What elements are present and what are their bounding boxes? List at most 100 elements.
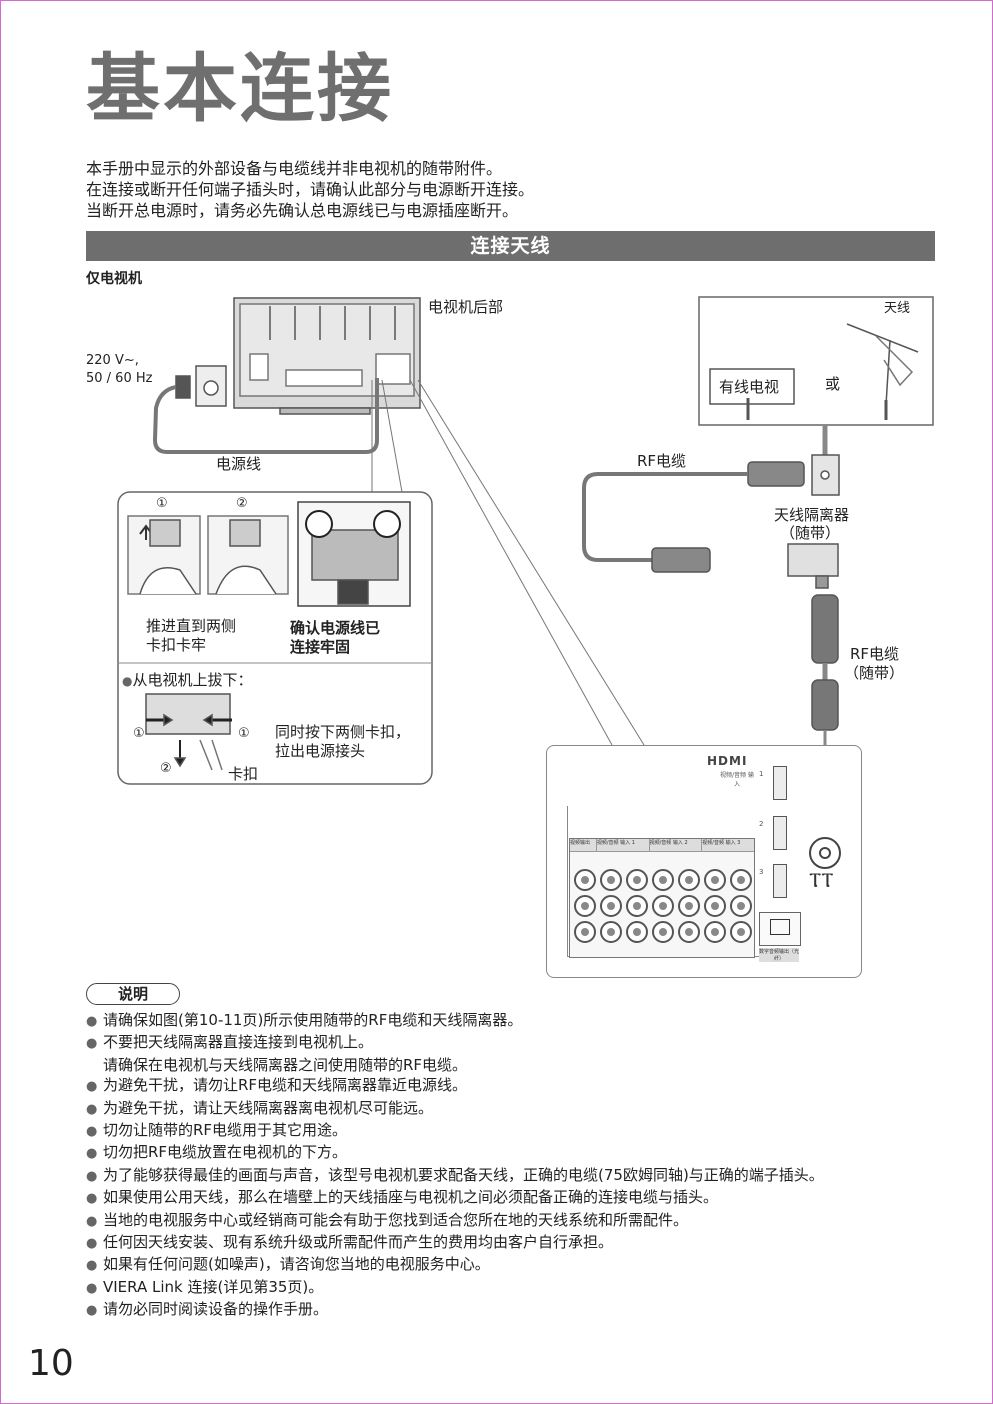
note-text: 如果有任何问题(如噪声)，请咨询您当地的电视服务中心。 xyxy=(103,1255,490,1274)
power-plug xyxy=(175,375,191,399)
note-item: ● 任何因天线安装、现有系统升级或所需配件而产生的费用均由客户自行承担。 xyxy=(86,1232,946,1254)
note-text: 如果使用公用天线，那么在墙壁上的天线插座与电视机之间必须配备正确的连接电缆与插头… xyxy=(103,1188,719,1207)
power-cord-line xyxy=(152,378,379,454)
rf-cable-plug-top xyxy=(747,461,805,487)
power-cord-label: 电源线 xyxy=(216,455,262,473)
hdmi-port-3 xyxy=(773,864,787,898)
connection-diagram xyxy=(117,296,934,840)
rca-jack xyxy=(626,895,648,917)
note-item: ● 为了能够获得最佳的画面与声音，该型号电视机要求配备天线，正确的电缆(75欧姆同… xyxy=(86,1165,946,1187)
note-text: 切勿把RF电缆放置在电视机的下方。 xyxy=(103,1143,348,1162)
note-item: ● 请勿必同时阅读设备的操作手册。 xyxy=(86,1299,946,1321)
bullet-icon: ● xyxy=(86,1258,98,1274)
push-label-1: 推进直到两侧 xyxy=(146,617,237,635)
note-item: ● 切勿让随带的RF电缆用于其它用途。 xyxy=(86,1120,946,1142)
clip-label: 卡扣 xyxy=(228,765,259,783)
hdmi-port-2-label: 2 xyxy=(759,820,764,828)
supplied-rf-label-2: （随带） xyxy=(844,664,905,682)
rca-jack xyxy=(574,895,596,917)
step-2-marker: ② xyxy=(236,496,248,511)
step-1-marker: ① xyxy=(156,496,168,511)
intro-line-1: 本手册中显示的外部设备与电缆线并非电视机的随带附件。 xyxy=(86,159,503,178)
bullet-icon: ● xyxy=(86,1213,98,1229)
hdmi-port-3-label: 3 xyxy=(759,868,764,876)
intro-text: 本手册中显示的外部设备与电缆线并非电视机的随带附件。 在连接或断开任何端子插头时… xyxy=(86,158,534,221)
note-text: 为避免干扰，请勿让RF电缆和天线隔离器靠近电源线。 xyxy=(103,1076,468,1095)
note-item: ●为避免干扰，请勿让RF电缆和天线隔离器靠近电源线。 xyxy=(86,1075,946,1097)
antenna-label: 天线 xyxy=(884,301,911,316)
rca-jack xyxy=(730,921,752,943)
rca-jack xyxy=(574,921,596,943)
voltage-label-1: 220 V~, xyxy=(86,353,139,368)
note-item: ● 当地的电视服务中心或经销商可能会有助于您找到适合您所在地的天线系统和所需配件。 xyxy=(86,1210,946,1232)
unplug-title: ●从电视机上拔下： xyxy=(122,671,253,689)
confirm-label-2: 连接牢固 xyxy=(290,638,351,656)
push-label-2: 卡扣卡牢 xyxy=(146,636,207,654)
note-text: 任何因天线安装、现有系统升级或所需配件而产生的费用均由客户自行承担。 xyxy=(103,1233,614,1252)
rca-jack xyxy=(678,921,700,943)
splitter-label-2: （随带） xyxy=(780,524,841,542)
hdmi-input-label: 视频/音频 输入 xyxy=(720,772,754,788)
splitter-label-1: 天线隔离器 xyxy=(774,506,850,524)
bullet-icon: ● xyxy=(86,1124,98,1140)
notes-list: ●请确保如图(第10-11页)所示使用随带的RF电缆和天线隔离器。●不要把天线隔… xyxy=(86,1010,946,1322)
tv-rear-label: 电视机后部 xyxy=(428,298,504,316)
tv-only-label: 仅电视机 xyxy=(86,271,142,287)
antenna-splitter xyxy=(787,543,839,577)
cable-tv-label: 有线电视 xyxy=(719,378,780,396)
note-text: 为了能够获得最佳的画面与声音，该型号电视机要求配备天线，正确的电缆(75欧姆同轴… xyxy=(103,1165,824,1184)
note-text: 当地的电视服务中心或经销商可能会有助于您找到适合您所在地的天线系统和所需配件。 xyxy=(103,1210,689,1229)
rca-jack xyxy=(704,921,726,943)
page-number: 10 xyxy=(28,1343,74,1384)
rca-jack xyxy=(626,869,648,891)
rca-jack xyxy=(704,869,726,891)
rf-cable-line xyxy=(582,472,748,562)
rca-jack xyxy=(574,869,596,891)
bullet-icon: ● xyxy=(86,1191,98,1207)
bullet-icon: ● xyxy=(86,1280,98,1296)
rca-jack xyxy=(730,869,752,891)
panel-group-4: 视频/音频 输入 3 xyxy=(702,839,755,851)
rca-jack xyxy=(678,869,700,891)
bullet-icon: ● xyxy=(86,1014,98,1029)
hdmi-logo: HDMI xyxy=(707,754,748,768)
note-text: 请勿必同时阅读设备的操作手册。 xyxy=(103,1300,329,1319)
voltage-label-2: 50 / 60 Hz xyxy=(86,371,153,386)
note-item: ●切勿把RF电缆放置在电视机的下方。 xyxy=(86,1142,946,1164)
av-jack-block: 视频输出 视频/音频 输入 1 视频/音频 输入 2 视频/音频 输入 3 xyxy=(569,838,755,958)
press-label-1: 同时按下两侧卡扣， xyxy=(275,723,411,741)
note-continuation: 请确保在电视机与天线隔离器之间使用随带的RF电缆。 xyxy=(103,1055,468,1074)
bullet-icon: ● xyxy=(86,1236,98,1252)
note-text: 为避免干扰，请让天线隔离器离电视机尽可能远。 xyxy=(103,1098,434,1117)
hdmi-port-1-label: 1 xyxy=(759,770,764,778)
note-item: ● 请确保如图(第10-11页)所示使用随带的RF电缆和天线隔离器。 xyxy=(86,1010,946,1032)
bullet-icon: ● xyxy=(86,1101,98,1117)
rca-jack xyxy=(678,895,700,917)
bullet-icon: ● xyxy=(86,1168,98,1184)
panel-group-1: 视频输出 xyxy=(570,839,597,851)
note-item: ● VIERA Link 连接(详见第35页)。 xyxy=(86,1277,946,1299)
supplied-rf-label-1: RF电缆 xyxy=(850,645,900,663)
panel-group-3: 视频/音频 输入 2 xyxy=(649,839,703,851)
optical-port-label: 数字音频输出（光纤） xyxy=(759,948,800,962)
rca-jack xyxy=(730,895,752,917)
press-label-2: 拉出电源接头 xyxy=(275,742,366,760)
section-header: 连接天线 xyxy=(86,231,935,261)
rca-jack xyxy=(626,921,648,943)
rf-cable-label: RF电缆 xyxy=(637,452,687,470)
antenna-input-port xyxy=(809,837,841,869)
supplied-rf-cable-top xyxy=(811,594,839,664)
panel-group-2: 视频/音频 输入 1 xyxy=(596,839,650,851)
optical-port xyxy=(759,912,801,946)
bullet-icon: ● xyxy=(86,1036,98,1052)
note-text: VIERA Link 连接(详见第35页)。 xyxy=(103,1277,324,1296)
note-text: 请确保如图(第10-11页)所示使用随带的RF电缆和天线隔离器。 xyxy=(103,1011,523,1029)
rca-jack xyxy=(600,921,622,943)
unplug-step-2: ② xyxy=(160,761,172,776)
note-text: 切勿让随带的RF电缆用于其它用途。 xyxy=(103,1121,348,1140)
bullet-icon: ● xyxy=(86,1303,98,1319)
note-item: ● 如果使用公用天线，那么在墙壁上的天线插座与电视机之间必须配备正确的连接电缆与插… xyxy=(86,1187,946,1209)
tv-terminal-panel: HDMI 视频/音频 输入 1 2 3 ⲦⲦ 视频输出 视频/音频 输入 1 视… xyxy=(546,745,862,978)
intro-line-2: 在连接或断开任何端子插头时，请确认此部分与电源断开连接。 xyxy=(86,180,535,199)
hdmi-port-2 xyxy=(773,816,787,850)
